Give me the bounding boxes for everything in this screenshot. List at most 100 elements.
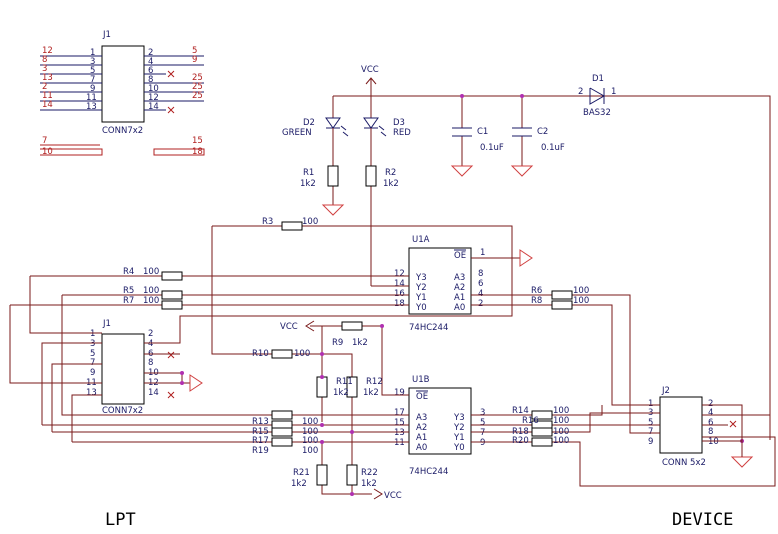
u1a-oe-pin: 1	[480, 248, 485, 258]
svg-text:17: 17	[394, 408, 405, 418]
j1t-pin-l0: 1	[90, 48, 95, 58]
svg-text:R4: R4	[123, 267, 134, 277]
svg-text:100: 100	[143, 296, 159, 306]
j1-top-name: CONN7x2	[102, 126, 143, 136]
r12-val: 1k2	[363, 388, 379, 398]
svg-text:A1: A1	[454, 293, 465, 303]
r2-ref: R2	[385, 168, 396, 178]
svg-text:2: 2	[708, 399, 713, 409]
j1-bottom-connector: J1 CONN7x2 1 3 5 7 9 11 13 2 4 6 8 10 12…	[86, 319, 203, 416]
svg-text:12: 12	[394, 269, 405, 279]
svg-text:Y2: Y2	[453, 423, 465, 433]
c2-val: 0.1uF	[541, 143, 565, 153]
vcc-label-bottom: VCC	[384, 491, 402, 501]
svg-text:16: 16	[394, 289, 405, 299]
u1a-buffer: U1A 74HC244 OE 1 Y3 Y2 Y1 Y0 A3 A2 A1 A0…	[394, 235, 533, 333]
svg-text:7: 7	[90, 358, 95, 368]
d2-name: GREEN	[282, 128, 312, 138]
svg-text:9: 9	[90, 368, 95, 378]
j1t-net-l6: 14	[42, 100, 53, 110]
j1t-pin-r5: 12	[148, 93, 159, 103]
svg-text:R10: R10	[252, 349, 269, 359]
r1-val: 1k2	[300, 179, 316, 189]
j2-ref: J2	[661, 386, 670, 396]
svg-text:7: 7	[480, 428, 485, 438]
u1b-body	[408, 387, 472, 455]
led-green-icon	[325, 117, 341, 129]
u1a-name: 74HC244	[409, 323, 448, 333]
ground-icon	[519, 249, 533, 267]
wiring: VCC VCC	[9, 221, 776, 501]
svg-text:1: 1	[648, 399, 653, 409]
svg-text:A0: A0	[416, 443, 427, 453]
j1-top-connector: J1 CONN7x2 1 3 5 7 9 11 13 2 4 6 8 10 12…	[40, 30, 205, 157]
svg-text:R5: R5	[123, 286, 134, 296]
svg-text:5: 5	[480, 418, 485, 428]
vcc-label-top: VCC	[361, 65, 379, 75]
svg-text:R6: R6	[531, 286, 542, 296]
no-connect-icon	[167, 351, 175, 399]
r22-ref: R22	[361, 468, 378, 478]
lpt-label: LPT	[105, 510, 136, 530]
j2-body	[659, 396, 703, 454]
c1-ref: C1	[477, 127, 488, 137]
svg-text:Y3: Y3	[453, 413, 465, 423]
svg-text:2: 2	[478, 299, 483, 309]
svg-text:6: 6	[478, 279, 483, 289]
svg-text:100: 100	[143, 286, 159, 296]
no-connect-icon	[729, 420, 737, 428]
svg-text:13: 13	[394, 428, 405, 438]
svg-text:100: 100	[573, 296, 589, 306]
u1a-ref: U1A	[412, 235, 430, 245]
j1t-net-r5: 25	[192, 91, 203, 101]
u1b-oe: OE	[416, 392, 428, 402]
led-red-icon	[363, 117, 379, 129]
svg-text:Y1: Y1	[415, 293, 427, 303]
svg-text:13: 13	[86, 388, 97, 398]
svg-text:R8: R8	[531, 296, 542, 306]
svg-text:11: 11	[394, 438, 405, 448]
d3-name: RED	[393, 128, 411, 138]
j1-bottom-ref: J1	[102, 319, 111, 329]
ground-icon	[321, 204, 345, 216]
j1t-net-l5: 11	[42, 91, 53, 101]
svg-text:R17: R17	[252, 436, 269, 446]
svg-text:A3: A3	[416, 413, 427, 423]
svg-text:R3: R3	[262, 217, 273, 227]
j1t-pin-r4: 10	[148, 84, 159, 94]
j1t-net-l0: 12	[42, 46, 53, 56]
svg-text:100: 100	[553, 436, 569, 446]
svg-text:R20: R20	[512, 436, 529, 446]
j1t-net-l1: 8	[42, 55, 47, 65]
svg-text:14: 14	[394, 279, 405, 289]
u1b-oe-pin: 19	[394, 388, 405, 398]
svg-text:2: 2	[148, 329, 153, 339]
u1a-body	[408, 247, 472, 315]
svg-text:R19: R19	[252, 446, 269, 456]
svg-text:9: 9	[648, 437, 653, 447]
svg-text:Y0: Y0	[415, 303, 427, 313]
svg-text:4: 4	[148, 339, 153, 349]
svg-text:100: 100	[573, 286, 589, 296]
r11-val: 1k2	[333, 388, 349, 398]
j1t-net-l4: 2	[42, 82, 47, 92]
svg-text:4: 4	[708, 408, 713, 418]
svg-text:A3: A3	[454, 273, 465, 283]
svg-text:14: 14	[148, 388, 159, 398]
svg-text:7: 7	[648, 427, 653, 437]
j1t-net-l3: 13	[42, 73, 53, 83]
ground-icon	[730, 456, 754, 468]
svg-text:8: 8	[708, 427, 713, 437]
svg-text:100: 100	[302, 417, 318, 427]
svg-text:18: 18	[394, 299, 405, 309]
j1-bottom-body	[101, 333, 145, 405]
svg-text:8: 8	[148, 358, 153, 368]
svg-text:R13: R13	[252, 417, 269, 427]
d1-pin-0: 2	[578, 87, 583, 97]
svg-text:A2: A2	[454, 283, 465, 293]
j1t-pin-r6: 14	[148, 102, 159, 112]
j1t-extra-l1: 10	[42, 147, 53, 157]
j1-top-ref: J1	[102, 30, 111, 40]
svg-text:5: 5	[90, 349, 95, 359]
